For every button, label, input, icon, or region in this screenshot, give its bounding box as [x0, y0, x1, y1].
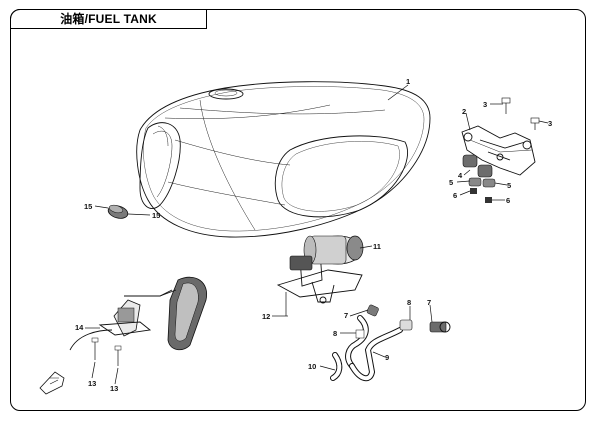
- callout-part-15: 15: [84, 202, 92, 211]
- callout-part-13: 13: [110, 384, 118, 393]
- callout-part-6: 6: [453, 191, 457, 200]
- fuel-pump: [276, 235, 364, 317]
- callout-part-13: 13: [88, 379, 96, 388]
- mounting-bracket: [461, 125, 536, 203]
- callout-part-4: 4: [458, 171, 463, 180]
- callout-part-3: 3: [548, 119, 552, 128]
- callout-part-6: 6: [506, 196, 510, 205]
- callout-part-8: 8: [333, 329, 337, 338]
- leader-lines: [85, 84, 549, 385]
- callout-numbers: 1 2 3 3 4 5 5 6 6 7 7 8 8 9 10 11 12 13 …: [75, 77, 552, 393]
- callout-part-15: 15: [152, 211, 160, 220]
- diagram-title: 油箱/FUEL TANK: [10, 9, 207, 29]
- rubber-grommet: [107, 204, 129, 219]
- callout-part-14: 14: [75, 323, 84, 332]
- callout-part-11: 11: [373, 242, 381, 251]
- callout-part-1: 1: [406, 77, 410, 86]
- fuel-level-sender: [69, 276, 208, 366]
- callout-part-5: 5: [449, 178, 453, 187]
- callout-part-9: 9: [385, 353, 389, 362]
- callout-part-7: 7: [427, 298, 431, 307]
- diagram-frame: [10, 9, 586, 411]
- callout-part-2: 2: [462, 107, 466, 116]
- callout-part-10: 10: [308, 362, 316, 371]
- bolt: [501, 97, 540, 130]
- callout-part-12: 12: [262, 312, 270, 321]
- fuel-tank: [136, 81, 431, 238]
- direction-arrow-icon: [39, 371, 65, 395]
- fuel-hose: [330, 304, 451, 382]
- callout-part-7: 7: [344, 311, 348, 320]
- callout-part-8: 8: [407, 298, 411, 307]
- callout-part-5: 5: [507, 181, 511, 190]
- callout-part-3: 3: [483, 100, 487, 109]
